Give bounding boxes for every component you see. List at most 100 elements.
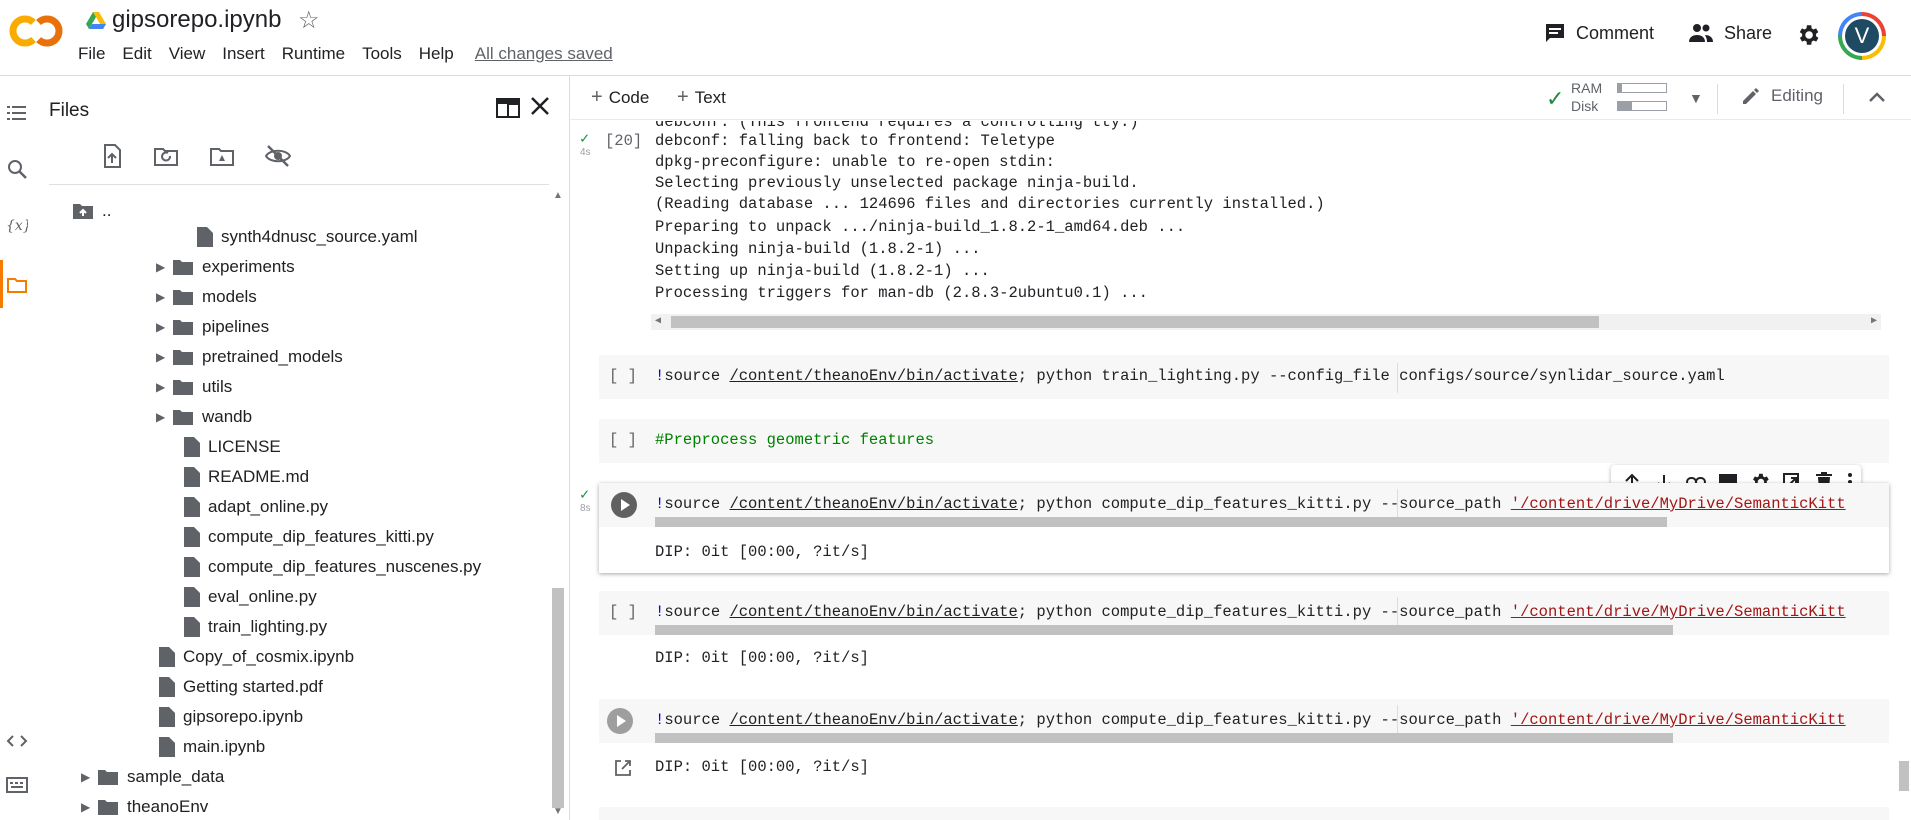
output-hscrollbar[interactable]: ◀ ▶ — [651, 314, 1881, 330]
tree-item[interactable]: ▶ models — [156, 282, 257, 312]
tree-item[interactable]: ▶ pipelines — [156, 312, 269, 342]
tree-item-label: LICENSE — [208, 437, 281, 456]
tree-item-label: models — [202, 287, 257, 306]
save-status[interactable]: All changes saved — [474, 44, 613, 63]
notebook-scrollbar[interactable] — [1897, 121, 1911, 820]
menu-tools[interactable]: Tools — [362, 44, 402, 63]
tree-item-label: experiments — [202, 257, 295, 276]
menu-runtime[interactable]: Runtime — [281, 44, 346, 63]
code-line[interactable]: !source /content/theanoEnv/bin/activate;… — [655, 711, 1846, 729]
code-cell[interactable]: [ ] #Preprocess geometric features — [599, 419, 1889, 463]
tree-item[interactable]: ▶ theanoEnv — [81, 792, 208, 820]
menu-insert[interactable]: Insert — [222, 44, 265, 63]
tree-item[interactable]: eval_online.py — [184, 582, 317, 612]
comment-button[interactable]: Comment — [1544, 22, 1654, 44]
share-button[interactable]: Share — [1688, 22, 1772, 44]
code-snippets-icon[interactable] — [6, 730, 28, 752]
code-hscroll-thumb[interactable] — [655, 517, 1667, 527]
scroll-down-icon[interactable]: ▼ — [553, 806, 563, 817]
close-icon[interactable] — [528, 94, 552, 118]
google-drive-icon[interactable] — [86, 12, 106, 30]
notebook-area: +Code +Text ✓ RAM Disk ▼ Editing ✓ 4s [2… — [571, 76, 1911, 820]
notebook-scroll-thumb[interactable] — [1899, 761, 1909, 791]
colab-logo[interactable] — [8, 10, 64, 52]
code-cell[interactable]: !source /content/theanoEnv/bin/activate;… — [599, 699, 1889, 743]
menu-file[interactable]: File — [78, 44, 106, 63]
menu-view[interactable]: View — [168, 44, 206, 63]
scroll-right-icon[interactable]: ▶ — [1870, 316, 1877, 327]
code-hscroll-thumb[interactable] — [655, 625, 1673, 635]
code-comment[interactable]: #Preprocess geometric features — [655, 431, 935, 449]
hide-files-icon[interactable] — [264, 142, 292, 170]
tree-item[interactable]: ▶ experiments — [156, 252, 295, 282]
tree-item[interactable]: ▶ wandb — [156, 402, 252, 432]
run-cell-button[interactable] — [607, 708, 633, 734]
success-check-icon: ✓ — [580, 131, 590, 148]
files-folder-icon[interactable] — [6, 274, 28, 296]
parent-directory[interactable]: .. — [72, 196, 111, 226]
variables-icon[interactable]: {x} — [6, 214, 28, 236]
tree-item[interactable]: main.ipynb — [159, 732, 265, 762]
tree-item[interactable]: adapt_online.py — [184, 492, 328, 522]
output-menu-icon[interactable] — [613, 758, 633, 778]
resources-dropdown-icon[interactable]: ▼ — [1689, 90, 1703, 106]
expand-arrow-icon[interactable]: ▶ — [81, 800, 91, 814]
editing-mode-button[interactable]: Editing — [1741, 86, 1823, 106]
tree-item-label: pipelines — [202, 317, 270, 336]
open-in-tab-icon[interactable] — [496, 98, 520, 118]
expand-arrow-icon[interactable]: ▶ — [81, 770, 91, 784]
tree-item-label: README.md — [208, 467, 310, 486]
files-scrollbar[interactable]: ▲ ▼ — [550, 188, 566, 820]
mount-drive-icon[interactable] — [208, 142, 236, 170]
upload-file-icon[interactable] — [98, 142, 126, 170]
tree-item[interactable]: train_lighting.py — [184, 612, 327, 642]
run-cell-button[interactable] — [611, 492, 637, 518]
chevron-up-icon[interactable] — [1867, 88, 1887, 108]
code-hscroll-thumb[interactable] — [655, 733, 1673, 743]
table-of-contents-icon[interactable] — [6, 102, 28, 124]
code-cell-focused[interactable]: !source /content/theanoEnv/bin/activate;… — [599, 483, 1889, 573]
tree-item[interactable]: ▶ sample_data — [81, 762, 224, 792]
star-icon[interactable]: ☆ — [298, 7, 320, 34]
menu-help[interactable]: Help — [418, 44, 454, 63]
output-line: Unpacking ninja-build (1.8.2-1) ... — [655, 240, 981, 258]
code-line[interactable]: !source /content/theanoEnv/bin/activate;… — [655, 603, 1846, 621]
code-cell[interactable]: [ ] !source /content/theanoEnv/bin/activ… — [599, 355, 1889, 399]
scroll-left-icon[interactable]: ◀ — [655, 316, 662, 327]
tree-item[interactable]: synth4dnusc_source.yaml — [197, 222, 418, 252]
add-text-button[interactable]: +Text — [677, 86, 726, 109]
files-scroll-thumb[interactable] — [552, 588, 564, 808]
code-line[interactable]: !source /content/theanoEnv/bin/activate;… — [655, 367, 1725, 385]
menu-edit[interactable]: Edit — [122, 44, 152, 63]
expand-arrow-icon[interactable]: ▶ — [156, 260, 166, 274]
refresh-folder-icon[interactable] — [152, 142, 180, 170]
notebook-title[interactable]: gipsorepo.ipynb — [112, 6, 282, 33]
tree-item[interactable]: compute_dip_features_kitti.py — [184, 522, 434, 552]
command-palette-icon[interactable] — [6, 774, 28, 796]
code-string: '/content/drive/MyDrive/SemanticKitt — [1510, 603, 1846, 621]
expand-arrow-icon[interactable]: ▶ — [156, 380, 166, 394]
expand-arrow-icon[interactable]: ▶ — [156, 410, 166, 424]
expand-arrow-icon[interactable]: ▶ — [156, 350, 166, 364]
add-code-button[interactable]: +Code — [591, 86, 649, 109]
scroll-up-icon[interactable]: ▲ — [553, 190, 563, 201]
tree-item[interactable]: ▶ pretrained_models — [156, 342, 343, 372]
tree-item[interactable]: ▶ utils — [156, 372, 232, 402]
output-scroll-thumb[interactable] — [671, 316, 1599, 328]
expand-arrow-icon[interactable]: ▶ — [156, 320, 166, 334]
code-line[interactable]: !source /content/theanoEnv/bin/activate;… — [655, 495, 1846, 513]
avatar-letter: V — [1845, 19, 1879, 53]
output-line: Preparing to unpack .../ninja-build_1.8.… — [655, 218, 1186, 236]
tree-item[interactable]: Copy_of_cosmix.ipynb — [159, 642, 354, 672]
code-cell[interactable] — [599, 807, 1889, 820]
tree-item[interactable]: gipsorepo.ipynb — [159, 702, 303, 732]
tree-item[interactable]: compute_dip_features_nuscenes.py — [184, 552, 481, 582]
expand-arrow-icon[interactable]: ▶ — [156, 290, 166, 304]
search-icon[interactable] — [6, 158, 28, 180]
tree-item[interactable]: Getting started.pdf — [159, 672, 323, 702]
code-cell[interactable]: [ ] !source /content/theanoEnv/bin/activ… — [599, 591, 1889, 635]
tree-item[interactable]: README.md — [184, 462, 309, 492]
tree-item[interactable]: LICENSE — [184, 432, 281, 462]
account-avatar[interactable]: V — [1838, 12, 1886, 60]
settings-gear-icon[interactable] — [1795, 22, 1821, 48]
